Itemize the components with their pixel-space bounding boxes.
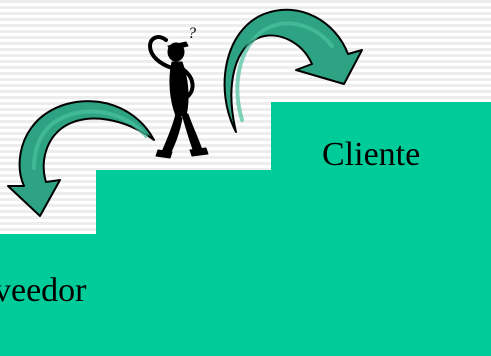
curved-arrow-down-left-icon [7, 100, 155, 217]
label-cliente: Cliente [322, 136, 421, 173]
confused-person-icon: ? [148, 25, 209, 159]
question-mark: ? [188, 25, 196, 42]
label-proveedor: veedor [0, 272, 87, 309]
curved-arrow-down-right-icon [223, 8, 363, 133]
staircase-shape [0, 102, 491, 356]
